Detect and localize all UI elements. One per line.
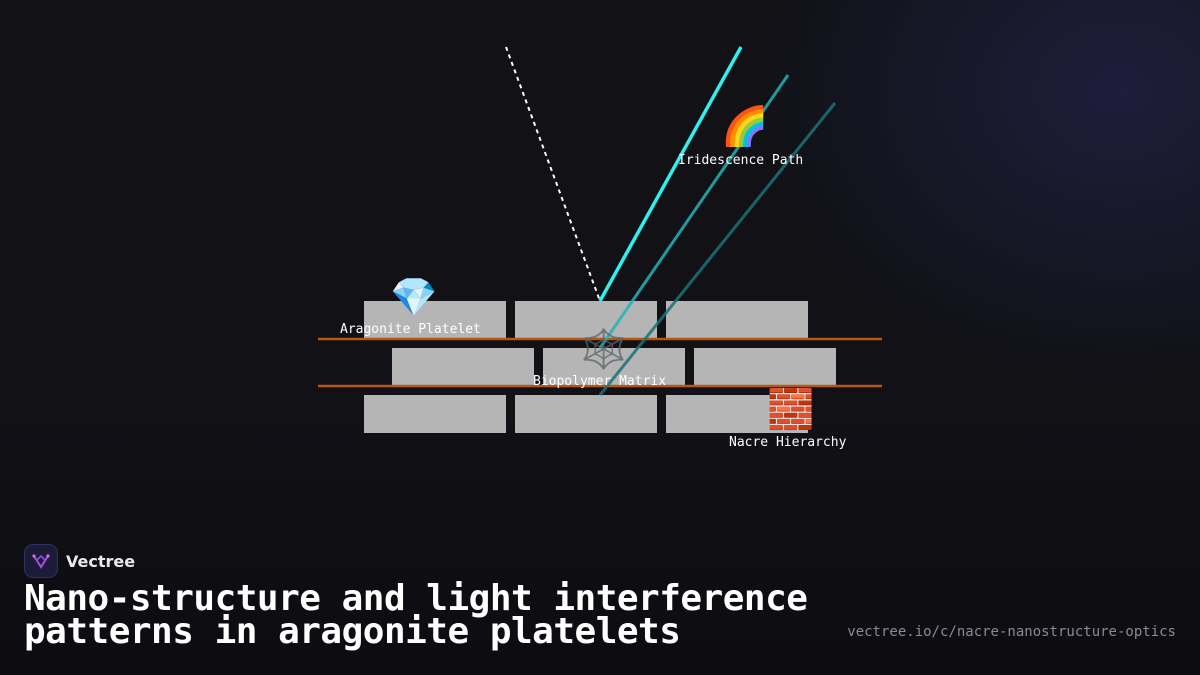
page-title: Nano-structure and light interference pa…	[24, 578, 808, 652]
reflected-ray-1	[598, 46, 743, 302]
incident-light-ray	[505, 46, 601, 302]
platelet	[666, 395, 808, 433]
reflected-ray-3	[598, 102, 837, 396]
platelet	[515, 395, 657, 433]
brick-icon: 🧱	[767, 387, 815, 431]
source-url: vectree.io/c/nacre-nanostructure-optics	[847, 624, 1176, 640]
platelet	[666, 301, 808, 339]
platelet	[392, 348, 534, 386]
biopolymer-matrix-label: Biopolymer Matrix	[533, 374, 667, 389]
platelet	[364, 301, 506, 339]
platelet	[694, 348, 836, 386]
reflected-ray-2	[598, 74, 790, 349]
aragonite-platelet-label: Aragonite Platelet	[340, 322, 481, 337]
gem-icon: 💎	[390, 275, 438, 319]
iridescence-path-label: Iridescence Path	[678, 153, 804, 168]
vectree-logo-icon	[24, 544, 58, 578]
rainbow-icon: 🌈	[721, 104, 769, 148]
nacre-hierarchy-label: Nacre Hierarchy	[729, 435, 847, 450]
brand-name: Vectree	[66, 551, 136, 571]
brand: Vectree	[24, 544, 135, 578]
platelet	[364, 395, 506, 433]
web-icon: 🕸️	[580, 327, 628, 371]
platelet	[515, 301, 657, 339]
